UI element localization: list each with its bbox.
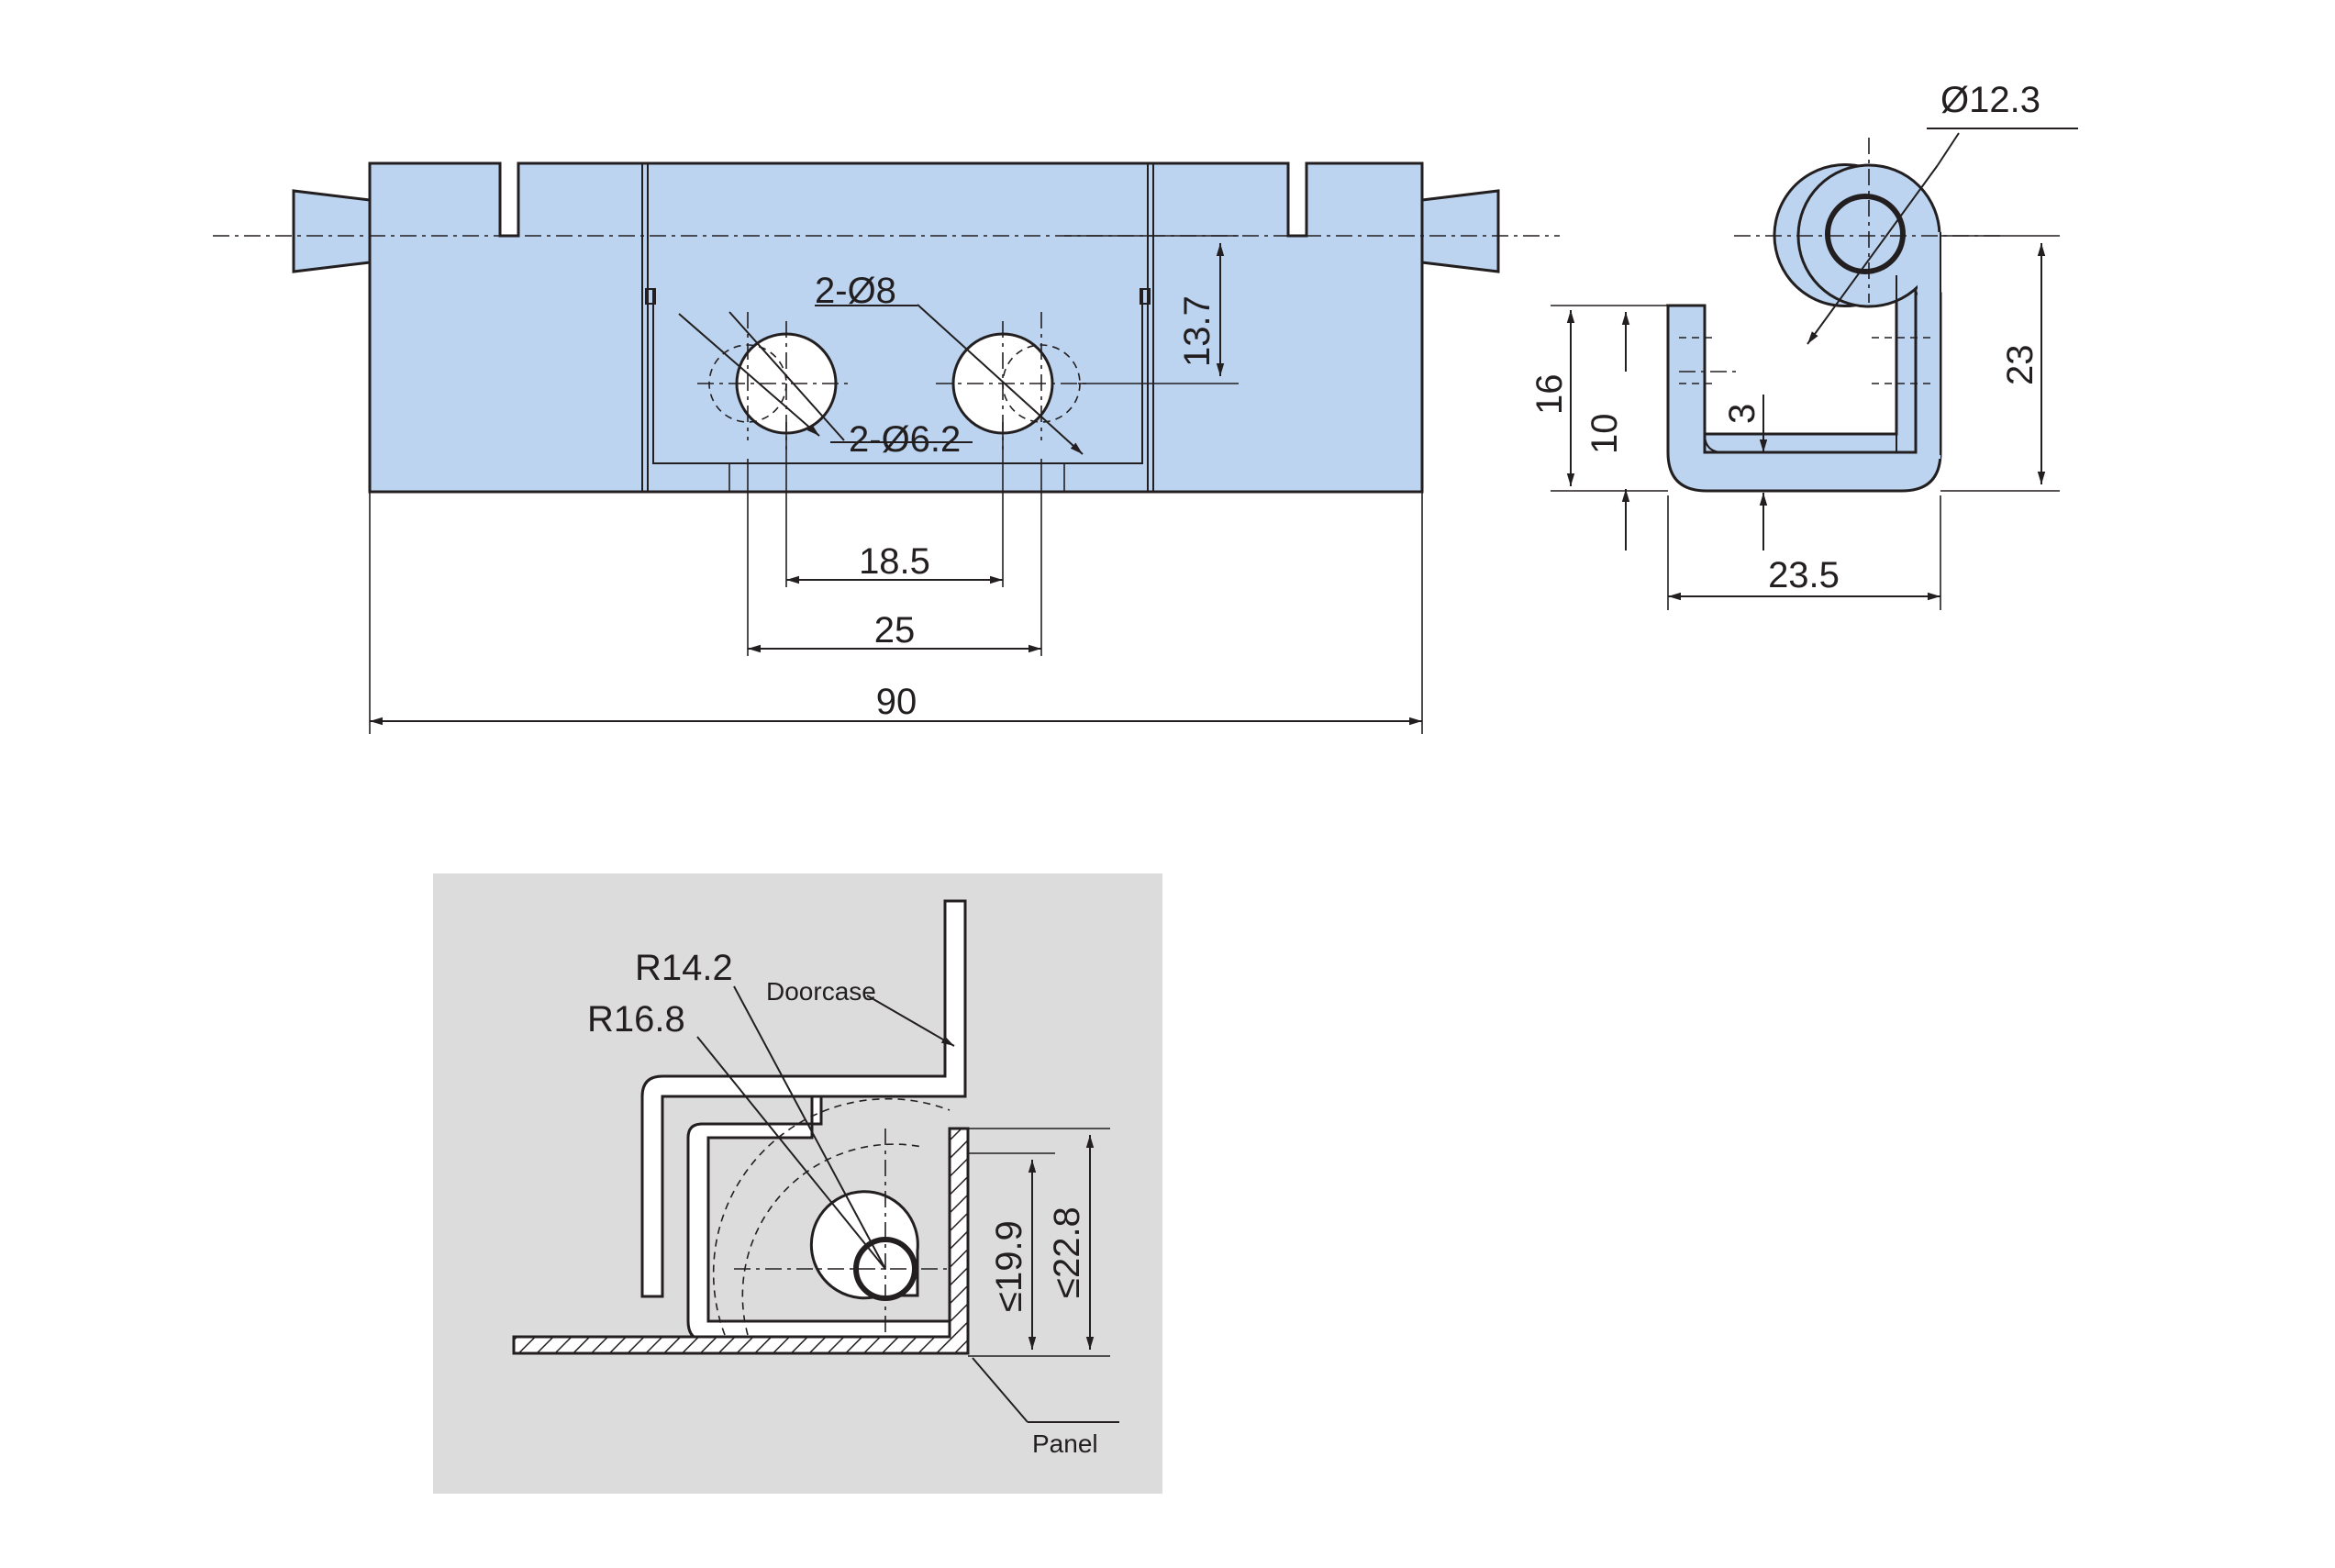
label-le-22-8: ≤22.8 (1047, 1207, 1087, 1298)
label-25: 25 (874, 610, 916, 651)
label-le-19-9: ≤19.9 (989, 1220, 1029, 1312)
label-3: 3 (1722, 404, 1762, 424)
side-view: Ø12.3 16 10 3 23 23.5 (1529, 80, 2078, 610)
label-2-dia8: 2-Ø8 (815, 271, 896, 311)
install-view: R14.2 R16.8 Doorcase Panel ≤19.9 ≤22.8 (433, 873, 1162, 1494)
left-pin (292, 189, 372, 273)
hinge-leaf-profile (686, 1095, 956, 1343)
label-doorcase: Doorcase (766, 977, 876, 1006)
label-dia-12-3: Ø12.3 (1940, 80, 2040, 120)
label-10: 10 (1584, 414, 1625, 455)
label-r14-2: R14.2 (635, 948, 733, 988)
label-90: 90 (876, 682, 917, 722)
pin-hole (1825, 194, 1906, 274)
right-pin (1420, 189, 1500, 273)
install-panel-bg (433, 873, 1162, 1494)
label-18-5: 18.5 (859, 541, 930, 582)
label-panel: Panel (1032, 1429, 1098, 1458)
doorcase-profile (640, 899, 967, 1298)
label-23-5: 23.5 (1768, 555, 1840, 595)
label-2-dia6-2: 2-Ø6.2 (849, 419, 961, 460)
label-r16-8: R16.8 (587, 999, 685, 1040)
label-23: 23 (2000, 345, 2040, 386)
label-13-7: 13.7 (1177, 295, 1218, 367)
label-16: 16 (1529, 374, 1570, 416)
front-view: 2-Ø8 2-Ø6.2 13.7 18.5 25 90 (213, 161, 1560, 734)
